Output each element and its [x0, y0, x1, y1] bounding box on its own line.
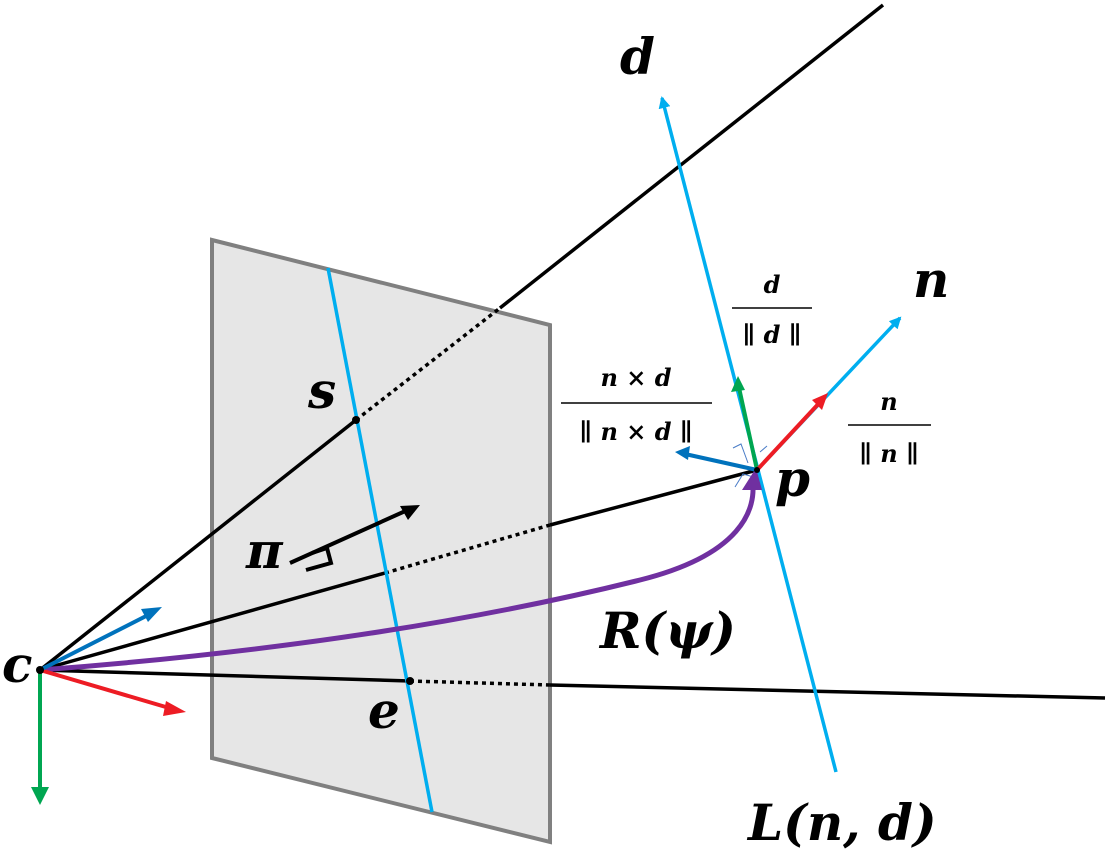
- camera-axis-z-head: [141, 607, 162, 622]
- label-d: d: [620, 27, 655, 86]
- camera-axis-x-head: [163, 701, 186, 716]
- pi-right-angle: [305, 545, 334, 572]
- label-s: s: [307, 361, 336, 420]
- vector-nxd-unit-head: [675, 446, 690, 460]
- ray-through-s-far: [498, 3, 885, 310]
- frac-n-num: n: [880, 387, 897, 416]
- label-R-psi: R(ψ): [598, 601, 736, 660]
- point-p: [754, 467, 760, 473]
- vector-d-unit: [736, 382, 759, 471]
- point-s: [352, 416, 360, 424]
- rotation-arc-head: [742, 468, 762, 490]
- ray-through-s-dotted: [354, 306, 502, 422]
- label-e: e: [368, 681, 400, 740]
- projected-line: [326, 267, 434, 813]
- vector-nxd-unit: [684, 452, 758, 472]
- label-c: c: [2, 635, 32, 694]
- frac-n-den: ∥ n ∥: [859, 439, 919, 468]
- vector-d-unit-head: [731, 376, 745, 392]
- camera-axis-x: [39, 668, 177, 712]
- label-n: n: [913, 250, 949, 309]
- ray-through-s: [38, 418, 358, 672]
- label-p: p: [775, 449, 810, 508]
- camera-center-point: [36, 666, 44, 674]
- ray-to-p-far: [549, 468, 758, 527]
- frac-nxd-num: n × d: [600, 363, 671, 392]
- label-L-nd: L(n, d): [746, 793, 937, 852]
- point-e: [406, 677, 414, 685]
- frac-nxd-den: ∥ n × d ∥: [579, 417, 692, 446]
- camera-axis-y-head: [31, 787, 49, 805]
- camera-axis-z: [39, 611, 153, 672]
- ray-through-e-far: [549, 683, 1106, 700]
- vector-n-unit-head: [812, 393, 828, 410]
- ray-through-e: [39, 668, 411, 683]
- vector-n-unit: [755, 398, 824, 472]
- ray-to-p: [39, 571, 386, 672]
- frac-d-den: ∥ d ∥: [743, 320, 802, 349]
- plane-normal-pi-head: [400, 505, 420, 520]
- plane-normal-pi: [289, 506, 414, 565]
- rotation-arc: [39, 477, 756, 673]
- label-pi: π: [245, 521, 284, 580]
- frac-d-num: d: [764, 270, 781, 299]
